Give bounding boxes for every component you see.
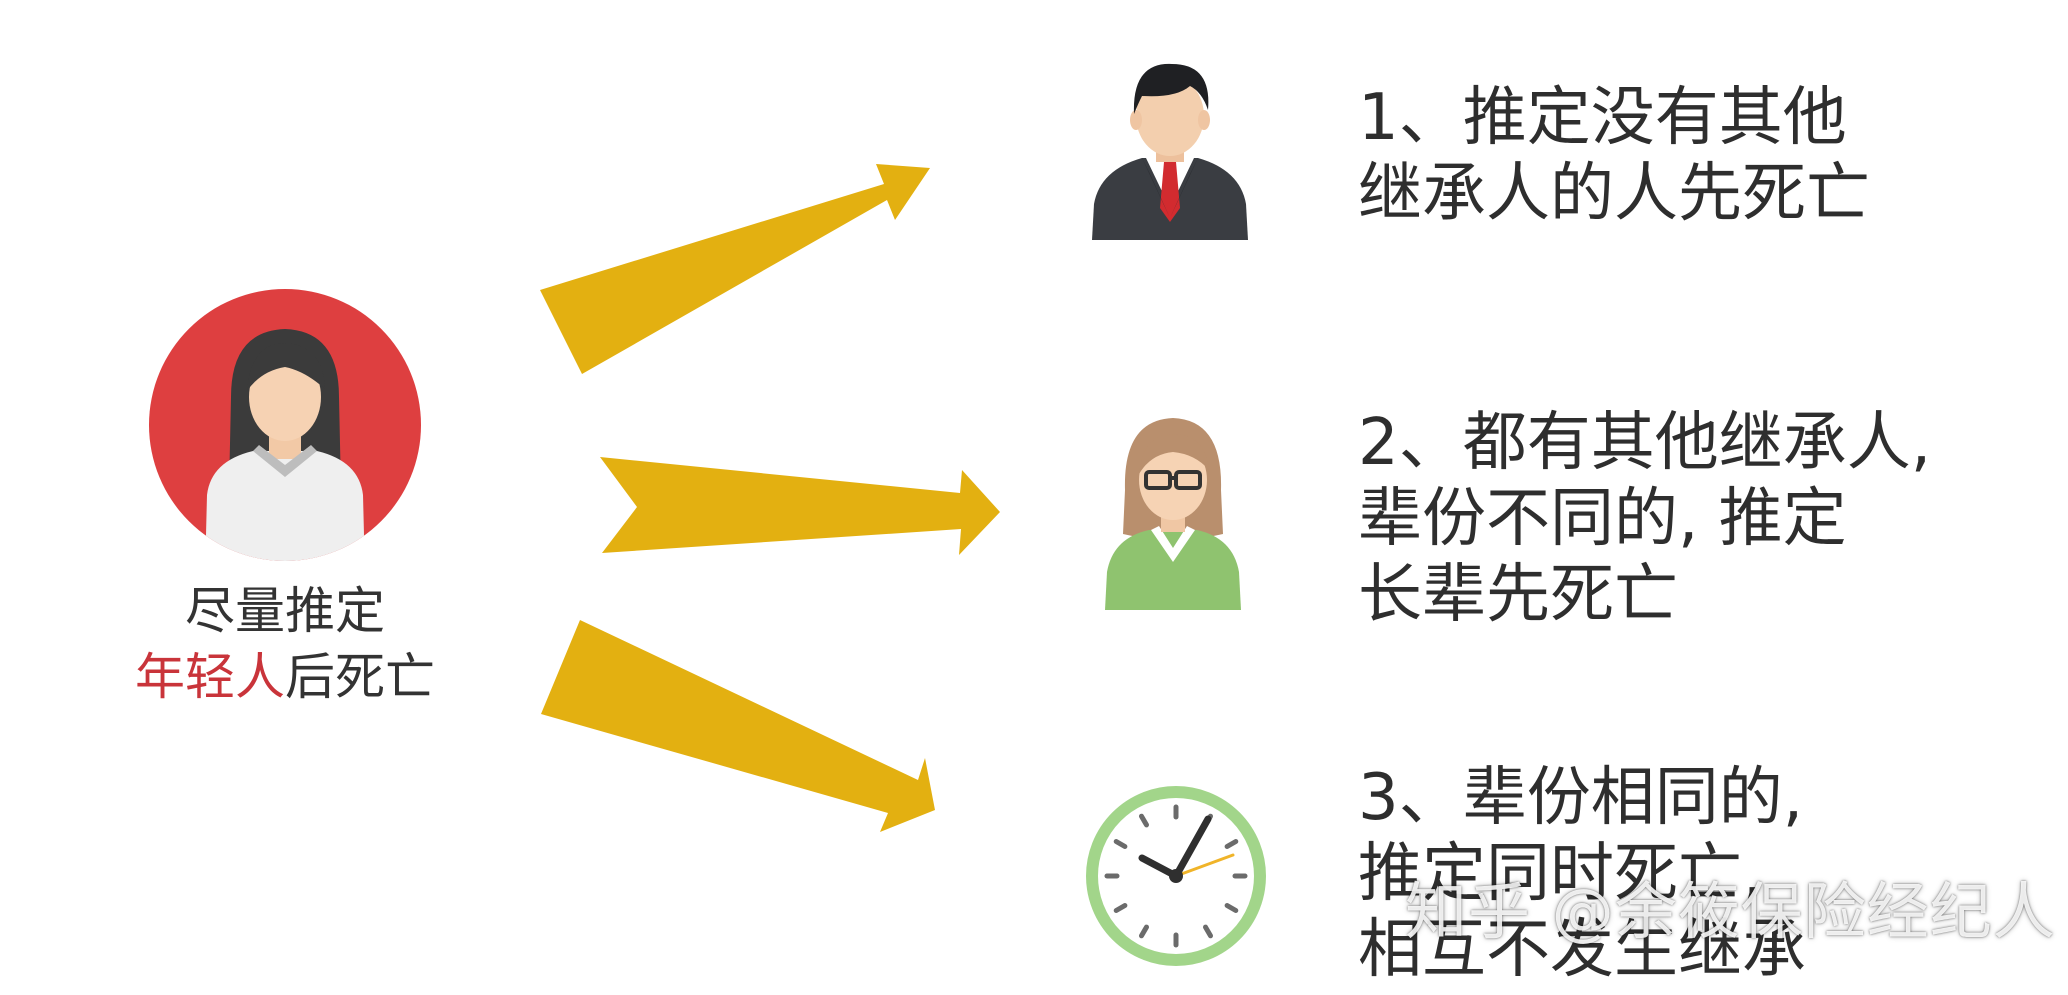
rule-2-text: 2、都有其他继承人, 辈份不同的, 推定 长辈先死亡 bbox=[1358, 406, 1932, 632]
subject-caption-rest: 后死亡 bbox=[285, 648, 435, 706]
arrow-to-rule-2 bbox=[600, 457, 1000, 555]
rule-1-text: 1、推定没有其他 继承人的人先死亡 bbox=[1358, 81, 1870, 231]
arrow-to-rule-1 bbox=[540, 164, 930, 374]
arrow-to-rule-3 bbox=[541, 620, 935, 832]
subject-caption: 尽量推定 年轻人后死亡 bbox=[100, 578, 470, 710]
clock-icon bbox=[1086, 786, 1266, 966]
subject-highlight: 年轻人 bbox=[135, 648, 285, 706]
rule-3-text: 3、辈份相同的, 推定同时死亡, 相互不发生继承 bbox=[1358, 761, 1806, 987]
subject-caption-line-2: 年轻人后死亡 bbox=[100, 644, 470, 710]
subject-caption-line-1: 尽量推定 bbox=[185, 582, 385, 640]
woman-avatar-icon bbox=[149, 289, 421, 561]
watermark: 知乎 @余筱保险经纪人 bbox=[1405, 875, 2056, 948]
elder-woman-icon bbox=[1105, 418, 1241, 610]
businessman-icon bbox=[1092, 63, 1248, 240]
